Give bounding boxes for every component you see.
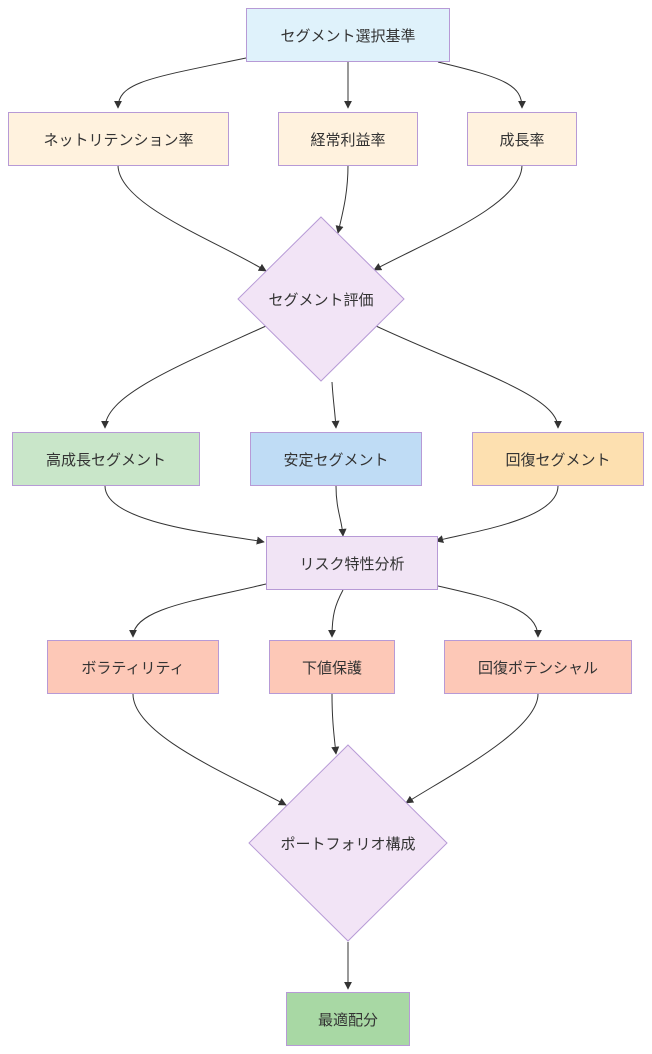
node-label: 回復セグメント: [505, 450, 611, 469]
node-high-growth-segment[interactable]: 高成長セグメント: [12, 432, 200, 486]
node-net-retention-rate[interactable]: ネットリテンション率: [8, 112, 229, 166]
edge-volatility-to-portfolio: [132, 693, 287, 806]
node-stable-segment[interactable]: 安定セグメント: [250, 432, 422, 486]
node-label: リスク特性分析: [299, 554, 405, 573]
edge-eval-to-recovery: [375, 325, 562, 429]
node-recovery-potential[interactable]: 回復ポテンシャル: [444, 640, 632, 694]
node-volatility[interactable]: ボラティリティ: [47, 640, 219, 694]
node-segment-criteria[interactable]: セグメント選択基準: [246, 8, 450, 62]
edge-net-retention-to-eval: [117, 164, 267, 272]
edge-risk-to-recovery-potential: [437, 585, 542, 638]
node-label: ボラティリティ: [81, 658, 185, 677]
edge-op-margin-to-eval: [335, 164, 349, 234]
edge-recovery-potential-to-portfolio: [405, 693, 539, 804]
edge-risk-to-downside: [328, 589, 344, 638]
node-label: 成長率: [499, 130, 545, 149]
node-portfolio-composition[interactable]: ポートフォリオ構成: [248, 744, 448, 942]
edge-risk-to-volatility: [129, 583, 267, 638]
node-operating-margin[interactable]: 経常利益率: [278, 112, 418, 166]
node-label: 回復ポテンシャル: [477, 658, 598, 677]
node-label: 下値保護: [301, 658, 362, 677]
edge-stable-to-risk: [335, 485, 347, 537]
edge-recovery-to-risk: [435, 485, 559, 544]
diamond-shape: [237, 216, 405, 382]
node-growth-rate[interactable]: 成長率: [467, 112, 577, 166]
node-downside-protection[interactable]: 下値保護: [269, 640, 395, 694]
node-label: 安定セグメント: [283, 450, 389, 469]
node-label: ネットリテンション率: [43, 130, 194, 149]
node-recovery-segment[interactable]: 回復セグメント: [472, 432, 644, 486]
node-segment-evaluation[interactable]: セグメント評価: [237, 216, 405, 382]
edge-root-to-net-retention: [114, 57, 247, 109]
edge-root-to-growth-rate: [437, 61, 526, 109]
edge-high-growth-to-risk: [104, 485, 265, 545]
node-label: セグメント評価: [268, 290, 374, 309]
node-label: ポートフォリオ構成: [280, 834, 416, 853]
edge-eval-to-high-growth: [101, 325, 267, 429]
edge-eval-to-stable: [331, 381, 340, 429]
node-label: セグメント選択基準: [280, 26, 416, 45]
edge-growth-rate-to-eval: [373, 164, 523, 271]
node-risk-analysis[interactable]: リスク特性分析: [266, 536, 438, 590]
edge-downside-to-portfolio: [331, 693, 340, 755]
node-label: 高成長セグメント: [45, 450, 166, 469]
node-optimal-allocation[interactable]: 最適配分: [286, 992, 410, 1046]
node-label: 経常利益率: [310, 130, 386, 149]
diamond-shape: [248, 744, 448, 942]
node-label: 最適配分: [317, 1010, 378, 1029]
